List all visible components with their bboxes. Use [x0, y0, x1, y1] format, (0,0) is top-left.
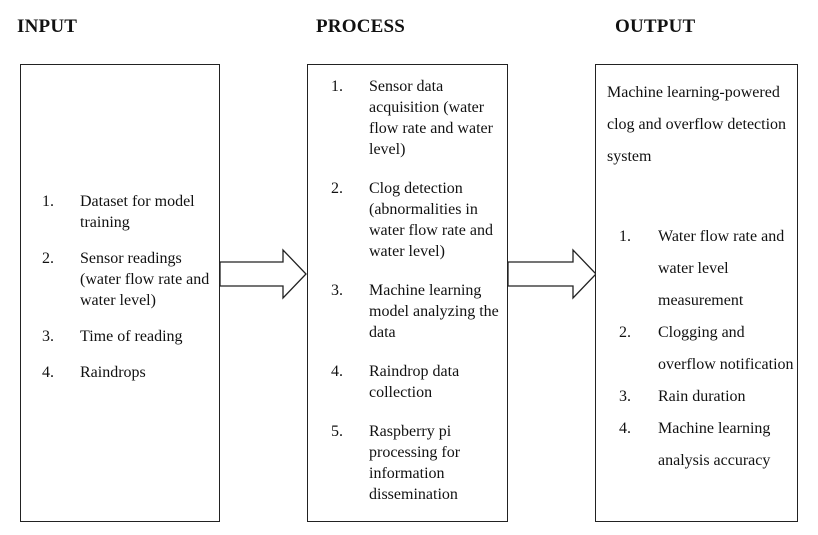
process-box: 1. Sensor data acquisition (water flow r… — [307, 64, 508, 522]
output-item-number: 4. — [619, 420, 631, 437]
output-item: 3. Rain duration — [619, 381, 794, 413]
input-box: 1. Dataset for model training 2. Sensor … — [20, 64, 220, 522]
input-item-text: Sensor readings (water flow rate and wat… — [80, 250, 210, 309]
process-item-text: Clog detection (abnormalities in water f… — [369, 180, 493, 260]
output-item-text: Water flow rate and water level measurem… — [658, 228, 785, 309]
process-item: 3. Machine learning model analyzing the … — [331, 280, 501, 343]
input-item-text: Dataset for model training — [80, 193, 195, 231]
input-item-number: 3. — [42, 328, 54, 345]
process-item-number: 2. — [331, 180, 343, 197]
process-item: 2. Clog detection (abnormalities in wate… — [331, 178, 501, 262]
process-item-number: 5. — [331, 423, 343, 440]
input-item-text: Raindrops — [80, 364, 146, 381]
output-heading: OUTPUT — [615, 16, 696, 37]
process-item-text: Raspberry pi processing for information … — [369, 423, 461, 503]
process-item-text: Machine learning model analyzing the dat… — [369, 282, 499, 341]
process-item: 4. Raindrop data collection — [331, 361, 501, 403]
process-list: 1. Sensor data acquisition (water flow r… — [331, 76, 501, 523]
input-item-text: Time of reading — [80, 328, 183, 345]
output-item: 1. Water flow rate and water level measu… — [619, 221, 794, 317]
process-item: 5. Raspberry pi processing for informati… — [331, 421, 501, 505]
process-item-number: 1. — [331, 78, 343, 95]
output-list: 1. Water flow rate and water level measu… — [619, 221, 794, 477]
input-item: 1. Dataset for model training — [42, 191, 217, 233]
input-list: 1. Dataset for model training 2. Sensor … — [42, 191, 217, 398]
process-item-number: 4. — [331, 363, 343, 380]
input-item: 4. Raindrops — [42, 362, 217, 383]
output-item: 4. Machine learning analysis accuracy — [619, 413, 794, 477]
input-item-number: 1. — [42, 193, 54, 210]
input-to-process-arrow-icon — [219, 248, 307, 300]
process-heading: PROCESS — [316, 16, 406, 37]
input-item-number: 2. — [42, 250, 54, 267]
process-item-text: Sensor data acquisition (water flow rate… — [369, 78, 493, 158]
output-item-text: Rain duration — [658, 388, 746, 405]
output-item-number: 1. — [619, 228, 631, 245]
output-item-text: Machine learning analysis accuracy — [658, 420, 771, 469]
output-item: 2. Clogging and overflow notification — [619, 317, 794, 381]
process-item-text: Raindrop data collection — [369, 363, 460, 401]
input-heading: INPUT — [17, 16, 78, 37]
output-item-number: 2. — [619, 324, 631, 341]
process-item-number: 3. — [331, 282, 343, 299]
output-box: Machine learning-powered clog and overfl… — [595, 64, 798, 522]
output-item-text: Clogging and overflow notification — [658, 324, 794, 373]
input-item: 3. Time of reading — [42, 326, 217, 347]
output-item-number: 3. — [619, 388, 631, 405]
process-item: 1. Sensor data acquisition (water flow r… — [331, 76, 501, 160]
process-to-output-arrow-icon — [507, 248, 597, 300]
input-item: 2. Sensor readings (water flow rate and … — [42, 248, 217, 311]
output-system-title: Machine learning-powered clog and overfl… — [607, 84, 787, 165]
input-item-number: 4. — [42, 364, 54, 381]
